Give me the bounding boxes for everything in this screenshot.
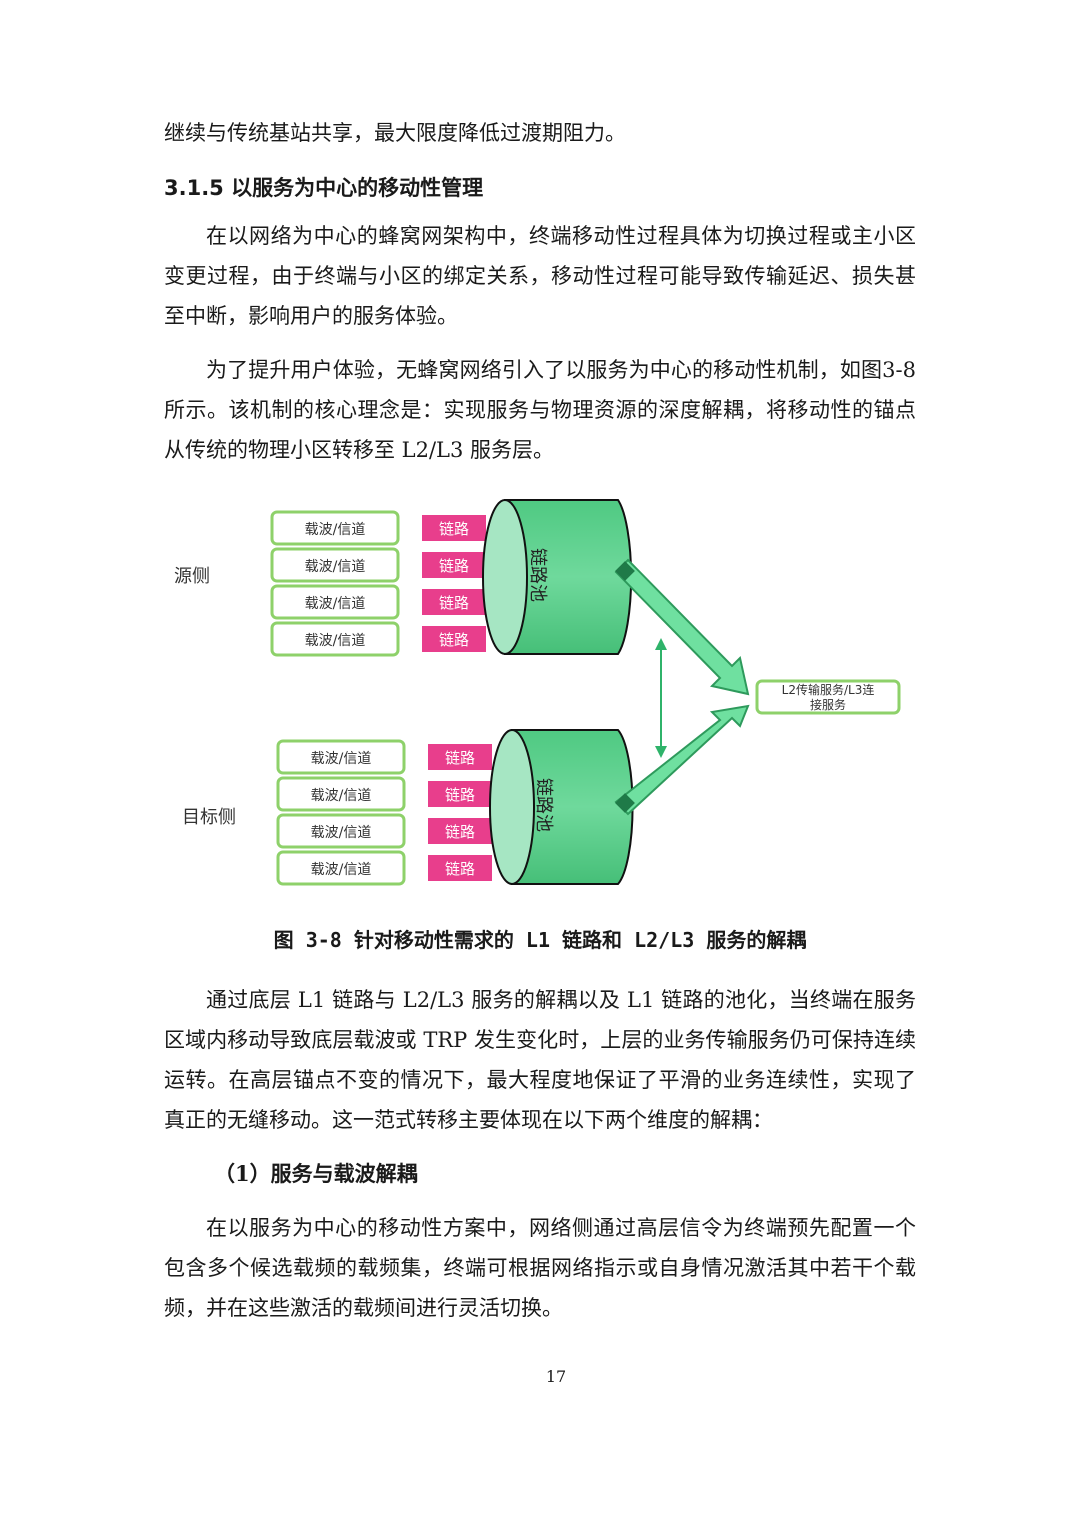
link-tag: 链路 [428,781,492,807]
source-to-service-arrow [614,558,750,696]
figure-3-8: 源侧 目标侧 载波/信道 载波/信道 载波/信道 载波/信道 [174,499,901,886]
source-side-label: 源侧 [174,566,210,587]
service-label-line1: L2传输服务/L3连 [782,682,875,697]
link-label: 链路 [445,749,475,767]
paragraph-1: 在以网络为中心的蜂窝网架构中，终端移动性过程具体为切换过程或主小区变更过程，由于… [164,224,916,328]
figure-caption: 图 3-8 针对移动性需求的 L1 链路和 L2/L3 服务的解耦 [273,928,807,952]
carrier-label: 载波/信道 [305,633,366,649]
carrier-label: 载波/信道 [305,522,366,538]
link-tag: 链路 [428,744,492,770]
target-link-pool: 链路池 [489,729,634,885]
link-tag: 链路 [422,589,486,615]
link-tag: 链路 [428,818,492,844]
carrier-label: 载波/信道 [311,825,372,841]
link-label: 链路 [439,557,469,575]
source-link-pool: 链路池 [482,499,633,655]
link-label: 链路 [439,594,469,612]
carrier-box: 载波/信道 [276,850,406,886]
target-links: 链路 链路 链路 链路 [428,744,492,881]
link-label: 链路 [439,520,469,538]
link-label: 链路 [445,823,475,841]
carrier-label: 载波/信道 [305,559,366,575]
service-label-line2: 接服务 [810,697,846,712]
carrier-label: 载波/信道 [311,862,372,878]
paragraph-3: 通过底层 L1 链路与 L2/L3 服务的解耦以及 L1 链路的池化，当终端在服… [164,988,916,1132]
target-to-service-arrow [614,704,750,816]
link-tag: 链路 [428,855,492,881]
pool-label: 链路池 [527,548,548,602]
link-label: 链路 [439,631,469,649]
target-carriers: 载波/信道 载波/信道 载波/信道 载波/信道 [276,739,406,886]
source-links: 链路 链路 链路 链路 [422,515,486,652]
link-label: 链路 [445,786,475,804]
pool-label: 链路池 [533,778,554,832]
carrier-label: 载波/信道 [311,788,372,804]
source-carriers: 载波/信道 载波/信道 载波/信道 载波/信道 [270,510,400,657]
l2-l3-service-box: L2传输服务/L3连 接服务 [755,679,901,715]
target-side-label: 目标侧 [182,807,236,828]
carrier-box: 载波/信道 [276,739,406,775]
paragraph-continued: 继续与传统基站共享，最大限度降低过渡期阻力。 [164,121,626,145]
subheading: （1）服务与载波解耦 [214,1161,418,1186]
carrier-box: 载波/信道 [276,776,406,812]
link-tag: 链路 [422,515,486,541]
carrier-box: 载波/信道 [276,813,406,849]
link-tag: 链路 [422,552,486,578]
page-number: 17 [545,1367,567,1386]
link-tag: 链路 [422,626,486,652]
paragraph-4: 在以服务为中心的移动性方案中，网络侧通过高层信令为终端预先配置一个包含多个候选载… [164,1216,916,1320]
mobility-double-arrow [655,638,667,758]
section-heading: 3.1.5 以服务为中心的移动性管理 [164,176,484,200]
carrier-label: 载波/信道 [305,596,366,612]
paragraph-2: 为了提升用户体验，无蜂窝网络引入了以服务为中心的移动性机制，如图3-8 所示。该… [164,358,916,462]
carrier-box: 载波/信道 [270,510,400,546]
carrier-box: 载波/信道 [270,621,400,657]
carrier-box: 载波/信道 [270,584,400,620]
carrier-label: 载波/信道 [311,751,372,767]
carrier-box: 载波/信道 [270,547,400,583]
link-label: 链路 [445,860,475,878]
